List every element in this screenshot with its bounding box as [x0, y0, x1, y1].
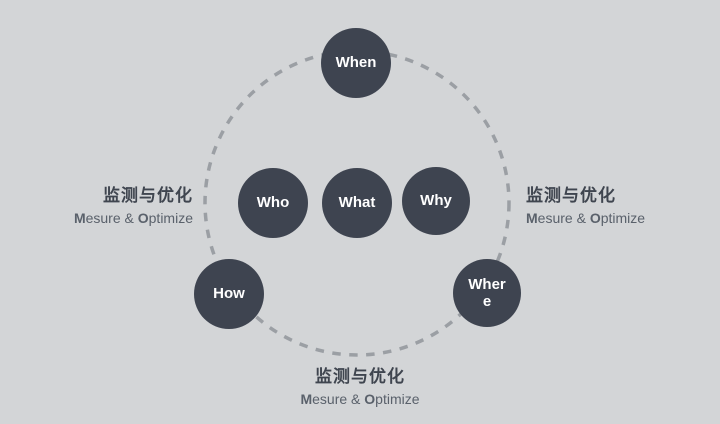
node-why: Why	[402, 167, 470, 235]
measure-label-bottom-zh: 监测与优化	[315, 367, 405, 386]
measure-label-bottom: 监测与优化 Mesure & Optimize	[0, 367, 720, 408]
measure-label-left-en: Mesure & Optimize	[73, 210, 193, 227]
measure-label-right-zh: 监测与优化	[526, 186, 616, 205]
node-why-label: Why	[420, 192, 452, 210]
measure-label-bottom-en: Mesure & Optimize	[300, 391, 420, 408]
node-who-label: Who	[256, 194, 290, 212]
node-who: Who	[238, 168, 308, 238]
measure-label-left-zh: 监测与优化	[103, 186, 193, 205]
node-where: Where	[453, 259, 521, 327]
node-where-label: Where	[468, 275, 506, 310]
node-how: How	[194, 259, 264, 329]
measure-label-right-en: Mesure & Optimize	[526, 210, 646, 227]
measure-label-right: 监测与优化 Mesure & Optimize	[526, 186, 645, 227]
node-what: What	[322, 168, 392, 238]
node-what-label: What	[338, 194, 376, 212]
measure-label-left: 监测与优化 Mesure & Optimize	[74, 186, 193, 227]
node-when-label: When	[335, 54, 377, 72]
node-how-label: How	[213, 285, 245, 303]
node-when: When	[321, 28, 391, 98]
